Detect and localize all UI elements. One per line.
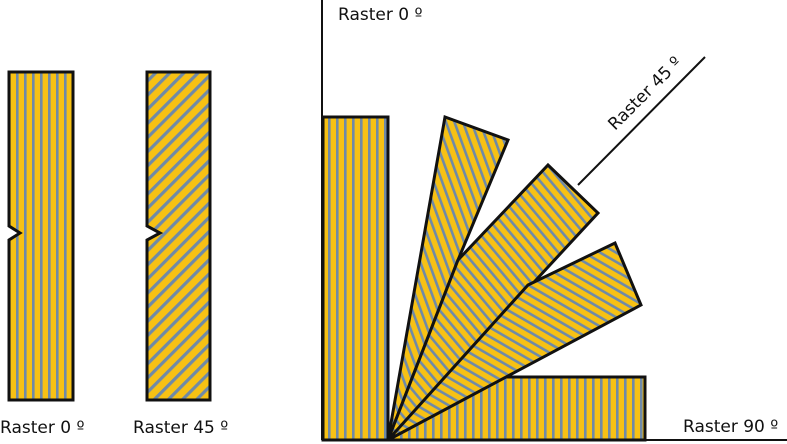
specimen-raster-0	[7, 70, 75, 402]
fan-specimen-0	[321, 115, 390, 442]
specimen-raster-45	[145, 70, 212, 402]
fan-specimen-65	[386, 240, 643, 442]
label-left-raster-45: Raster 45 º	[133, 418, 228, 438]
label-axis-raster-45: Raster 45 º	[604, 53, 686, 135]
label-axis-raster-90: Raster 90 º	[683, 417, 778, 437]
label-left-raster-0: Raster 0 º	[0, 418, 84, 438]
label-axis-raster-0: Raster 0 º	[338, 5, 422, 25]
axis-45-line	[577, 56, 706, 186]
